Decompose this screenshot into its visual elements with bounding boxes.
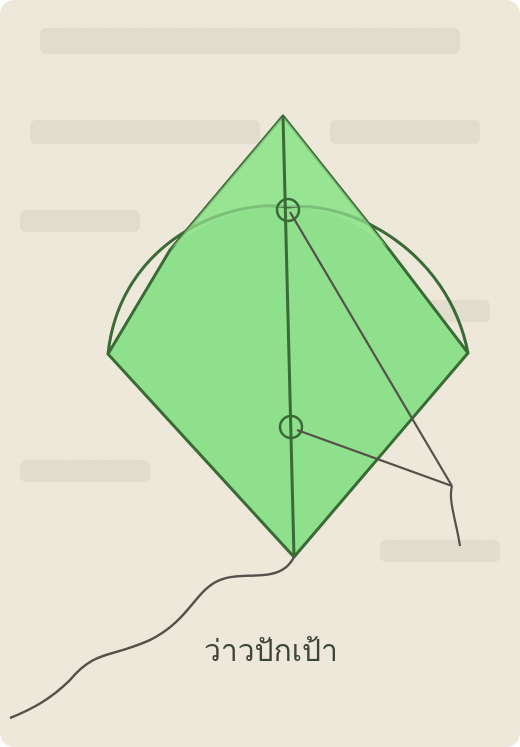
kite-caption: ว่าวปักเป้า: [204, 628, 404, 675]
